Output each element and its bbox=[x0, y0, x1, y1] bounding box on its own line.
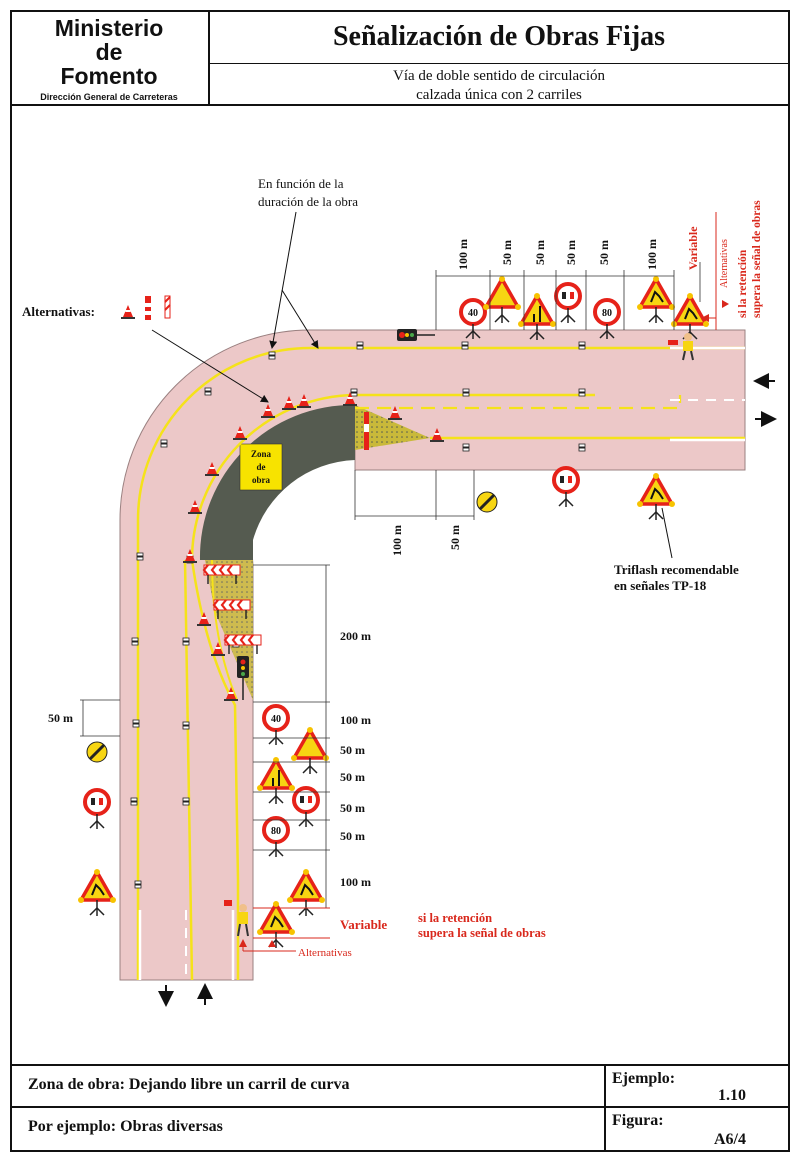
footer-example-text: Por ejemplo: Obras diversas bbox=[10, 1106, 606, 1152]
work-zone-label-box bbox=[239, 443, 283, 491]
top-sign-speed-80: 80 bbox=[593, 298, 621, 341]
top-lower-distance-1: 100 m bbox=[390, 525, 404, 556]
subtitle-line-1: Vía de doble sentido de circulación bbox=[392, 68, 605, 84]
top-speed-40-value: 40 bbox=[468, 308, 478, 319]
left-sign-narrowing bbox=[255, 755, 297, 806]
top-flagger bbox=[668, 333, 694, 361]
top-distance-5: 50 m bbox=[597, 240, 611, 265]
alternatives-small-left: Alternativas bbox=[298, 947, 352, 959]
variable-bracket bbox=[239, 212, 717, 952]
work-zone-label-1: Zona bbox=[251, 449, 272, 459]
variable-triangle-top bbox=[722, 300, 729, 308]
note-duration-line-1: En función de la bbox=[258, 176, 344, 191]
example-value: 1.10 bbox=[718, 1087, 746, 1104]
top-distance-4: 50 m bbox=[564, 240, 578, 265]
example-label: Ejemplo: bbox=[612, 1070, 676, 1087]
left-sign-speed-80: 80 bbox=[262, 816, 290, 859]
left-sign-roadwork-2 bbox=[255, 899, 297, 950]
page-subtitle: Vía de doble sentido de circulación calz… bbox=[208, 64, 790, 106]
retention-note-line-1: si la retención bbox=[418, 911, 492, 925]
left-sign-roadwork bbox=[285, 867, 327, 918]
logo-line-1: Ministerio bbox=[54, 15, 164, 41]
footer-zone-text: Zona de obra: Dejando libre un carril de… bbox=[10, 1064, 606, 1108]
left-distance-4: 50 m bbox=[340, 770, 365, 784]
footer-example-cell: Ejemplo: 1.10 bbox=[604, 1064, 790, 1108]
top-sign-speed-40: 40 bbox=[459, 298, 487, 341]
left-distance-6: 50 m bbox=[340, 829, 365, 843]
left-speed-40-value: 40 bbox=[271, 714, 281, 725]
annotation-pointers bbox=[151, 211, 673, 559]
top-speed-80-value: 80 bbox=[602, 308, 612, 319]
page-title: Señalización de Obras Fijas bbox=[208, 10, 790, 64]
top-lower-distance-2: 50 m bbox=[448, 525, 462, 550]
left-distance-2: 100 m bbox=[340, 713, 371, 727]
guide-yellow-line bbox=[211, 559, 238, 701]
top-distance-3: 50 m bbox=[533, 240, 547, 265]
outer-yellow-line bbox=[136, 346, 745, 980]
traffic-light-left bbox=[237, 656, 249, 700]
left-sign-danger bbox=[289, 725, 331, 776]
top-sign-danger bbox=[481, 274, 523, 325]
logo-line-2: de bbox=[95, 39, 123, 65]
traffic-light-top bbox=[397, 329, 435, 341]
top-sign-roadwork bbox=[635, 274, 677, 325]
alternatives-icons bbox=[121, 295, 171, 320]
top-sign-narrowing bbox=[516, 291, 558, 342]
top-distance-lines bbox=[354, 262, 701, 520]
left-outer-signs bbox=[76, 741, 118, 918]
top-distance-1: 100 m bbox=[456, 239, 470, 270]
taper-area-top bbox=[355, 405, 430, 450]
subtitle-line-2: calzada única con 2 carriles bbox=[416, 87, 582, 103]
retention-note-line-2: supera la señal de obras bbox=[418, 926, 546, 940]
top-lower-signs bbox=[476, 466, 677, 522]
post-top-band bbox=[364, 424, 369, 432]
left-far-distance: 50 m bbox=[48, 711, 73, 725]
left-distance-1: 200 m bbox=[340, 629, 371, 643]
top-sign-roadwork-2 bbox=[669, 291, 711, 342]
logo-subtitle: Dirección General de Carreteras bbox=[40, 92, 178, 102]
figure-value: A6/4 bbox=[714, 1131, 746, 1148]
ministry-logo: Ministerio de Fomento Dirección General … bbox=[10, 10, 210, 106]
left-flagger bbox=[224, 900, 249, 937]
footer-figure-cell: Figura: A6/4 bbox=[604, 1106, 790, 1152]
triflash-line-1: Triflash recomendable bbox=[614, 562, 739, 577]
left-sign-speed-40: 40 bbox=[262, 704, 290, 747]
left-distance-3: 50 m bbox=[340, 743, 365, 757]
retention-note-rotated-line-1: si la retención bbox=[737, 249, 749, 318]
direction-arrows bbox=[158, 373, 777, 1007]
top-distance-2: 50 m bbox=[500, 240, 514, 265]
note-duration-line-2: duración de la obra bbox=[258, 194, 358, 209]
figure-label: Figura: bbox=[612, 1112, 664, 1129]
variable-label-top: Variable bbox=[686, 226, 700, 270]
alternatives-label: Alternativas: bbox=[22, 304, 95, 319]
left-sign-no-overtaking bbox=[292, 786, 320, 829]
triflash-line-2: en señales TP-18 bbox=[614, 578, 707, 593]
retention-note-rotated-line-2: supera la señal de obras bbox=[751, 200, 763, 318]
left-distance-5: 50 m bbox=[340, 801, 365, 815]
left-speed-80-value: 80 bbox=[271, 826, 281, 837]
alternatives-small-top: Alternativas bbox=[719, 239, 730, 288]
variable-triangle-left bbox=[268, 940, 276, 947]
variable-label-left: Variable bbox=[340, 917, 387, 932]
top-sign-no-overtaking bbox=[554, 282, 582, 325]
left-distance-7: 100 m bbox=[340, 875, 371, 889]
page-frame bbox=[10, 10, 790, 1152]
left-yellow-edge bbox=[183, 559, 194, 981]
top-distance-6: 100 m bbox=[645, 239, 659, 270]
work-zone-label-3: obra bbox=[252, 475, 271, 485]
work-zone-label-2: de bbox=[257, 462, 266, 472]
logo-line-3: Fomento bbox=[60, 63, 158, 89]
